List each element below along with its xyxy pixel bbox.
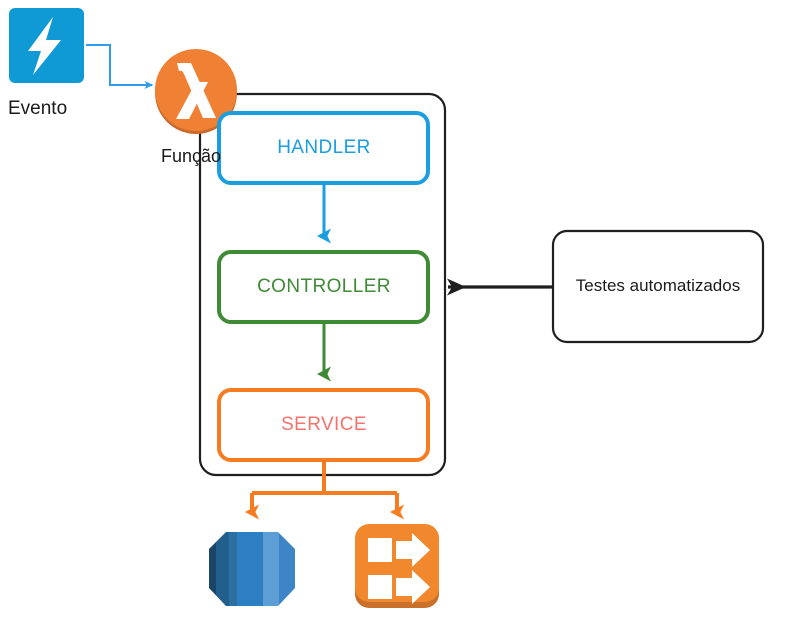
edge-service-fork bbox=[245, 460, 404, 520]
lightning-bolt-icon bbox=[28, 17, 61, 75]
handler-box[interactable] bbox=[217, 111, 430, 185]
lambda-icon-group bbox=[155, 49, 237, 134]
controller-box[interactable] bbox=[217, 250, 430, 324]
service-box[interactable] bbox=[217, 388, 430, 462]
dynamodb-icon bbox=[209, 532, 295, 606]
step-functions-icon bbox=[355, 524, 439, 608]
tests-box[interactable] bbox=[551, 229, 765, 344]
event-icon-group bbox=[9, 8, 84, 83]
edge-event-to-function bbox=[86, 44, 154, 89]
